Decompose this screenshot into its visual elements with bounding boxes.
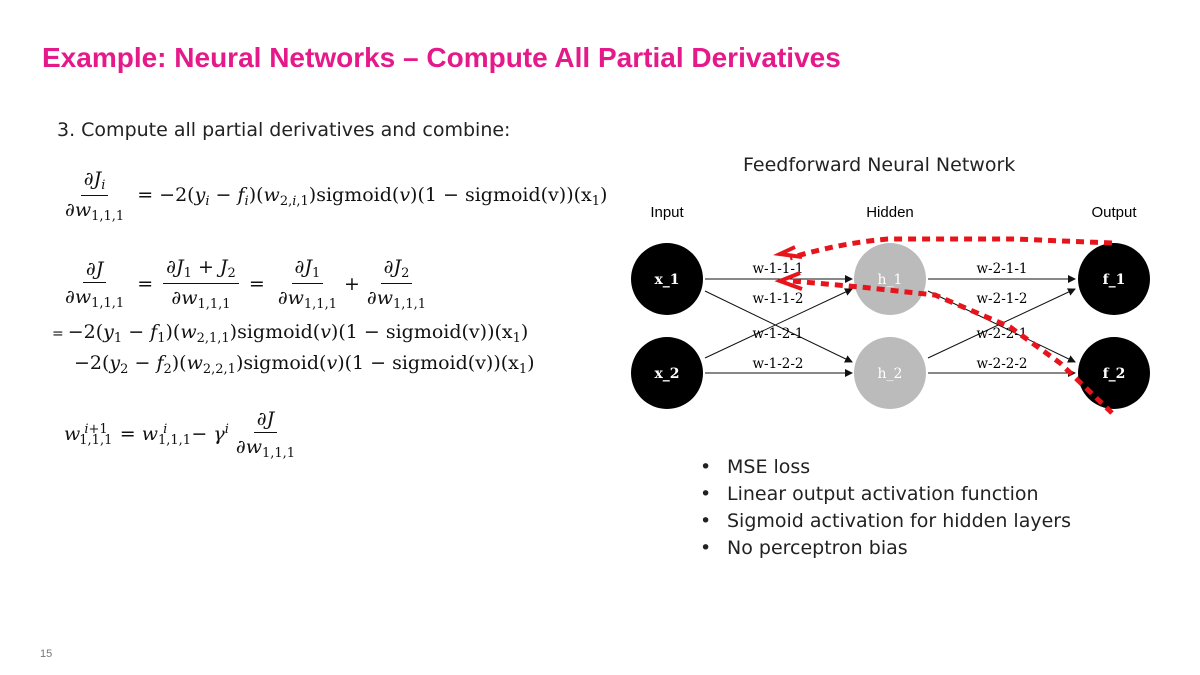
neural-network-diagram: Input Hidden Output w-1-1-1 w-1-1-2 w-1-… xyxy=(631,204,1150,415)
equation-partial-ji: ∂Ji∂w1,1,1 = −2(yi − fi)(w2,i,1)sigmoid(… xyxy=(65,168,608,224)
weight-label-w211: w-2-1-1 xyxy=(976,261,1027,277)
list-item: •Linear output activation function xyxy=(700,483,1039,505)
weight-label-w121: w-1-2-1 xyxy=(752,326,803,342)
node-label-x2: x_2 xyxy=(654,366,679,382)
layer-label-output: Output xyxy=(1091,204,1137,221)
weight-label-w111: w-1-1-1 xyxy=(752,261,803,277)
backprop-path-f1 xyxy=(789,236,1113,261)
node-h2 xyxy=(854,337,926,409)
page-number: 15 xyxy=(40,648,53,660)
backprop-path-f2 xyxy=(791,278,1114,415)
node-label-f2: f_2 xyxy=(1103,366,1126,382)
network-caption: Feedforward Neural Network xyxy=(743,154,1016,176)
equation-weight-update: w1,1,1i+1 = w1,1,1i − γi ∂J∂w1,1,1 xyxy=(64,408,296,461)
layer-label-hidden: Hidden xyxy=(866,204,914,221)
node-x2 xyxy=(631,337,703,409)
weight-label-w222: w-2-2-2 xyxy=(976,356,1027,372)
list-item: •Sigmoid activation for hidden layers xyxy=(700,510,1071,532)
equation-partial-j: ∂J∂w1,1,1 = ∂J1 + J2∂w1,1,1 = ∂J1∂w1,1,1… xyxy=(65,256,427,312)
equation-expansion-line-1: =−2(y1 − f1)(w2,1,1)sigmoid(v)(1 − sigmo… xyxy=(52,321,529,346)
node-label-h1: h_1 xyxy=(878,272,903,288)
backprop-arrowhead-f2 xyxy=(774,271,803,291)
node-label-f1: f_1 xyxy=(1103,272,1126,288)
backprop-arrowhead-f1 xyxy=(772,245,803,259)
layer-label-input: Input xyxy=(650,204,684,221)
list-item: •MSE loss xyxy=(700,456,811,478)
edge-x1-h2 xyxy=(704,290,853,363)
weight-label-w212: w-2-1-2 xyxy=(976,291,1027,307)
list-item: •No perceptron bias xyxy=(700,537,908,559)
node-label-x1: x_1 xyxy=(654,272,679,288)
node-x1 xyxy=(631,243,703,315)
node-h1 xyxy=(854,243,926,315)
equation-expansion-line-2: −2(y2 − f2)(w2,2,1)sigmoid(v)(1 − sigmoi… xyxy=(74,352,535,377)
weight-label-w221: w-2-2-1 xyxy=(976,326,1027,342)
step-text: 3. Compute all partial derivatives and c… xyxy=(57,119,511,141)
node-f1 xyxy=(1078,243,1150,315)
weight-label-w112: w-1-1-2 xyxy=(752,291,803,307)
assumptions-list: •MSE loss •Linear output activation func… xyxy=(700,454,1071,562)
node-f2 xyxy=(1078,337,1150,409)
node-label-h2: h_2 xyxy=(878,366,903,382)
weight-label-w122: w-1-2-2 xyxy=(752,356,803,372)
edge-x2-h1 xyxy=(704,288,853,359)
slide-title: Example: Neural Networks – Compute All P… xyxy=(42,42,841,73)
